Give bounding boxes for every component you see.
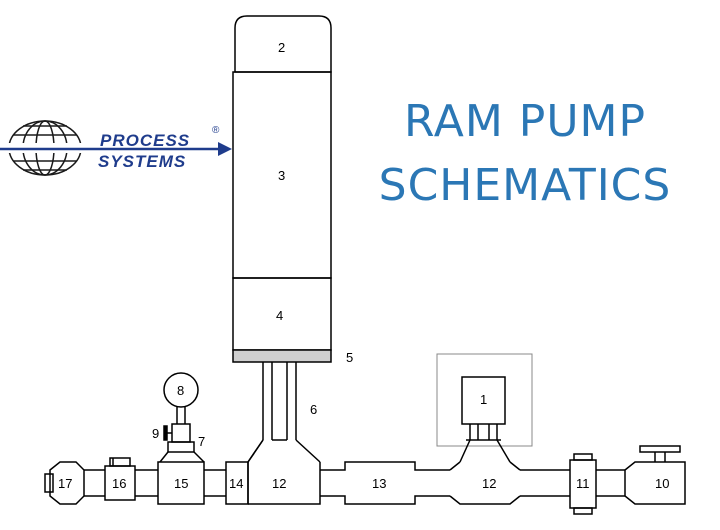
valve-body-1 <box>461 376 506 425</box>
valve-handle-16 <box>109 457 131 467</box>
part-label-3: 3 <box>278 168 285 183</box>
pressure-gauge <box>159 372 205 463</box>
part-label-11: 11 <box>576 476 590 491</box>
part-label-4: 4 <box>276 308 283 323</box>
part-label-8: 8 <box>177 383 184 398</box>
part-label-17: 17 <box>58 476 72 491</box>
valve-handle-10 <box>639 445 681 453</box>
gauge-dial-8 <box>163 372 199 408</box>
tank-cap-2 <box>234 15 332 73</box>
waste-valve <box>436 353 533 463</box>
process-systems-logo: PROCESS SYSTEMS ® <box>0 120 232 176</box>
valve-enclosure <box>436 353 533 447</box>
logo-registered-mark: ® <box>212 125 220 136</box>
main-pipe <box>44 439 686 515</box>
part-label-16: 16 <box>112 476 126 491</box>
valve-handle-9 <box>163 425 168 441</box>
part-label-5: 5 <box>346 350 353 365</box>
logo-text-process: PROCESS <box>100 131 190 150</box>
part-label-10: 10 <box>655 476 669 491</box>
part-label-7: 7 <box>198 434 205 449</box>
logo-text-systems: SYSTEMS <box>98 152 186 171</box>
part-label-6: 6 <box>310 402 317 417</box>
air-chamber <box>232 15 332 363</box>
part-label-14: 14 <box>229 476 243 491</box>
arrow-icon <box>0 142 232 156</box>
part-label-12b: 12 <box>482 476 496 491</box>
title-line-1: RAM PUMP <box>403 96 647 147</box>
part-label-1: 1 <box>480 392 487 407</box>
part-labels: 1 2 3 4 5 6 7 8 9 10 11 12 12 13 14 15 1… <box>58 40 669 491</box>
part-label-15: 15 <box>174 476 188 491</box>
part-label-13: 13 <box>372 476 386 491</box>
part-label-12a: 12 <box>272 476 286 491</box>
tank-flange-5 <box>232 349 332 363</box>
part-label-9: 9 <box>152 426 159 441</box>
gauge-valve-7 <box>171 423 191 443</box>
part-label-2: 2 <box>278 40 285 55</box>
title-line-2: SCHEMATICS <box>378 160 672 211</box>
